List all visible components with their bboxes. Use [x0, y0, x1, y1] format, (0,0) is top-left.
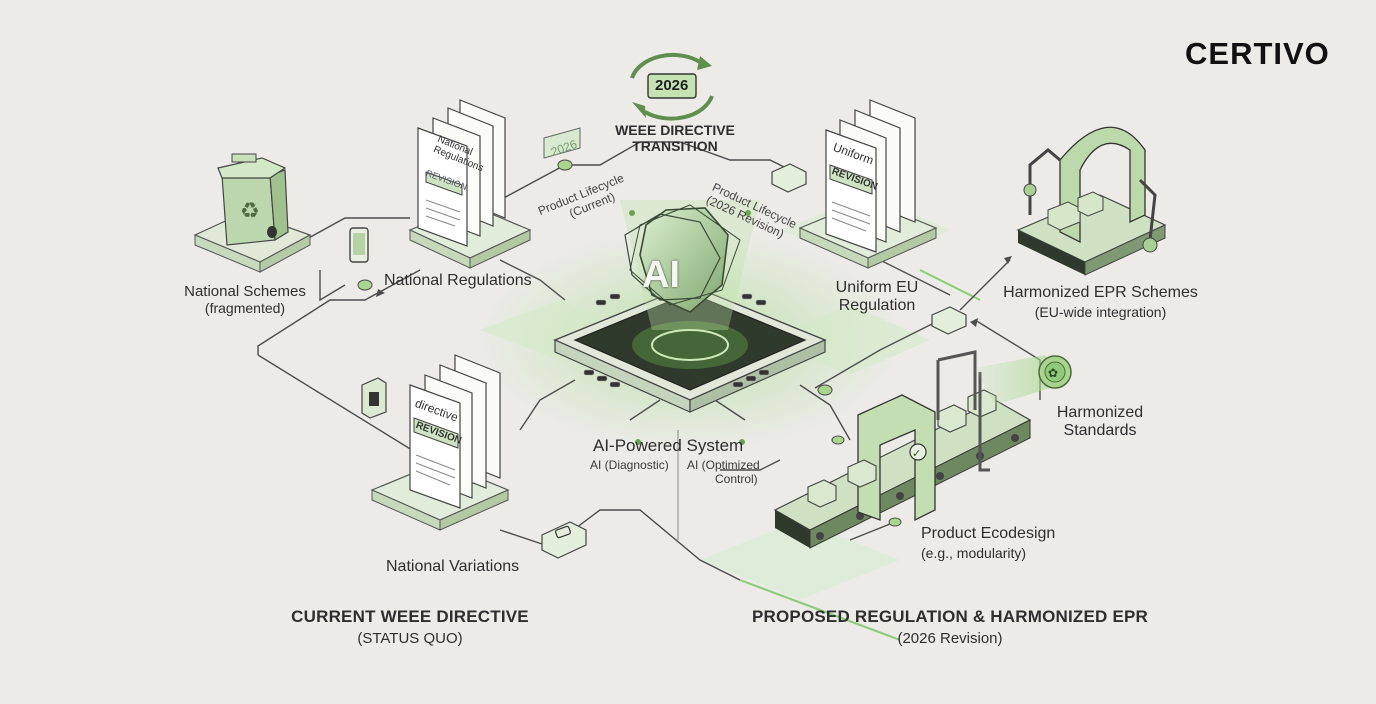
harmonized-standards-badge-icon: ✿ — [1038, 355, 1072, 389]
ai-optimized-line2: Control) — [715, 472, 758, 486]
transition-line2: TRANSITION — [632, 138, 718, 154]
ecodesign-sub: (e.g., modularity) — [921, 545, 1027, 561]
phone-icon — [349, 227, 369, 263]
national-variations-label: National Variations — [386, 558, 520, 575]
national-schemes-label: National Schemes (fragmented) — [170, 283, 320, 316]
transition-line1: WEEE DIRECTIVE — [615, 122, 735, 138]
connector-box-right — [931, 306, 967, 335]
epr-machine-illustration — [1016, 126, 1167, 276]
national-schemes-title: National Schemes — [184, 283, 306, 300]
recycle-bin-icon: ♻ — [193, 153, 312, 273]
arrowheads — [376, 256, 1012, 327]
decor-dots — [629, 210, 751, 445]
ai-optimized-line1: AI (Optimized — [687, 458, 760, 472]
year-badge — [647, 73, 697, 99]
sensor-device-icon — [361, 377, 387, 419]
left-footer-title: CURRENT WEEE DIRECTIVE — [291, 607, 529, 626]
ai-optimized-label: AI (Optimized Control) — [687, 458, 760, 486]
uniform-eu-documents — [798, 99, 938, 269]
ecodesign-label: Product Ecodesign (e.g., modularity) — [921, 525, 1055, 561]
harmonized-standards-line2: Standards — [1063, 422, 1137, 439]
connector-box-top — [771, 163, 807, 193]
battery-device-icon — [541, 521, 587, 559]
svg-text:✓: ✓ — [912, 447, 921, 460]
year-badge-label: 2026 — [655, 77, 689, 94]
national-regulations-documents — [408, 99, 532, 269]
ecodesign-conveyor-illustration: ✓ — [773, 350, 1060, 549]
harmonized-epr-title: Harmonized EPR Schemes — [1003, 284, 1198, 301]
left-footer-sub: (STATUS QUO) — [357, 630, 463, 647]
left-footer: CURRENT WEEE DIRECTIVE (STATUS QUO) — [262, 607, 558, 647]
ai-gem-icon — [624, 204, 741, 313]
uniform-eu-line1: Uniform EU — [835, 279, 919, 296]
national-regulations-label: National Regulations — [384, 272, 532, 289]
national-schemes-sub: (fragmented) — [204, 300, 286, 316]
ai-diagnostic-label: AI (Diagnostic) — [590, 458, 669, 472]
harmonized-standards-line1: Harmonized — [1056, 404, 1144, 421]
ai-chip-label: AI — [642, 254, 680, 296]
ai-system-title: AI-Powered System — [593, 436, 744, 455]
connection-nodes — [357, 159, 902, 527]
cycle-arrows-icon — [630, 52, 714, 121]
right-footer: PROPOSED REGULATION & HARMONIZED EPR (20… — [740, 607, 1160, 647]
certivo-logo: CERTIVO — [1185, 36, 1330, 71]
ecodesign-title: Product Ecodesign — [921, 525, 1056, 542]
svg-text:✿: ✿ — [1048, 366, 1058, 380]
right-footer-sub: (2026 Revision) — [897, 630, 1003, 647]
uniform-eu-label: Uniform EU Regulation — [812, 279, 942, 315]
svg-text:♻: ♻ — [240, 199, 260, 224]
harmonized-standards-label: Harmonized Standards — [1040, 404, 1160, 440]
right-footer-title: PROPOSED REGULATION & HARMONIZED EPR — [751, 607, 1149, 626]
harmonized-epr-label: Harmonized EPR Schemes (EU-wide integrat… — [998, 284, 1203, 320]
year-tag-left — [543, 127, 581, 159]
transition-title: WEEE DIRECTIVE TRANSITION — [610, 122, 740, 154]
directive-documents — [370, 354, 510, 531]
uniform-eu-line2: Regulation — [838, 297, 916, 314]
harmonized-epr-sub: (EU-wide integration) — [1034, 304, 1167, 320]
